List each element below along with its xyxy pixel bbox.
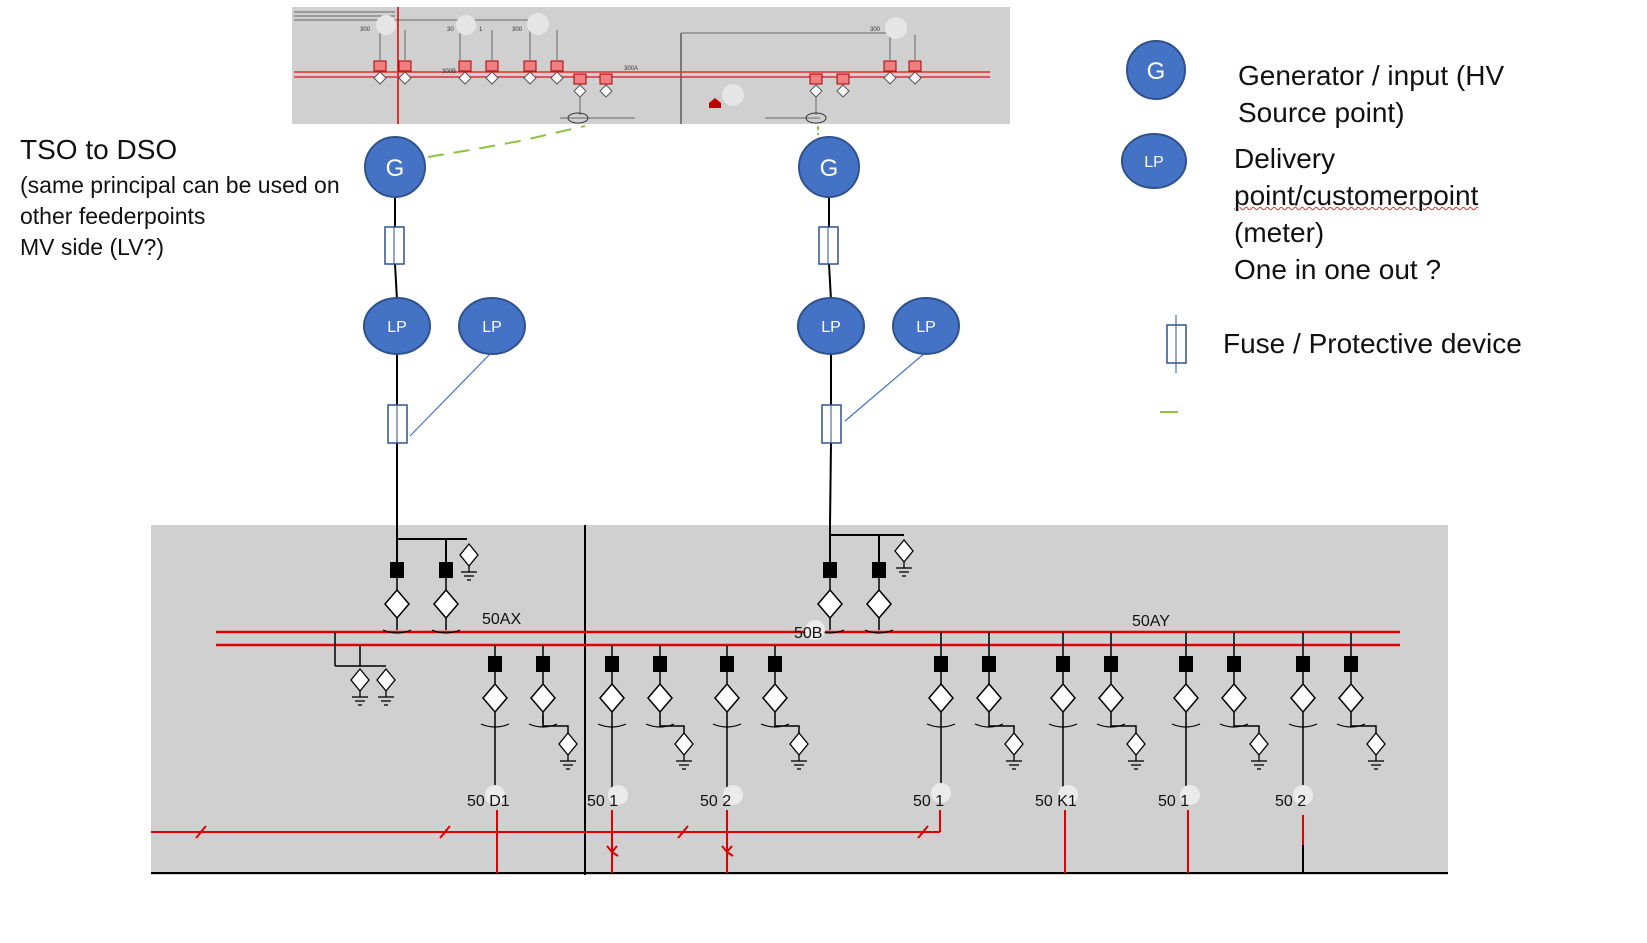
legend-delivery-label: LP [1144, 154, 1164, 171]
legend-generator-symbol: G [1126, 40, 1186, 100]
legend-delivery-text: (meter) [1234, 217, 1325, 248]
generator-label: G [820, 155, 839, 182]
top-label: 1 [479, 27, 483, 33]
feeder-label: 50 K1 [1035, 793, 1077, 810]
delivery-point-left-side: LP [458, 297, 526, 355]
legend-delivery-text: One in one out ? [1234, 254, 1442, 285]
delivery-point-label: LP [387, 319, 407, 336]
delivery-point-left-main: LP [363, 297, 431, 355]
feeder-label: 50 1 [913, 793, 944, 810]
feeder-label: 50 2 [1275, 793, 1306, 810]
legend-fuse-icon [1166, 315, 1187, 373]
legend-generator-text: Source point) [1238, 97, 1405, 128]
generator-label: G [386, 155, 405, 182]
note-title: TSO to DSO [20, 134, 178, 165]
top-label: 30 [447, 27, 454, 33]
connections [384, 125, 927, 526]
note-line: other feederpoints [20, 203, 205, 230]
bus-label: 50AY [1132, 613, 1170, 630]
top-label: 300 [360, 27, 371, 33]
note-line: (same principal can be used on [20, 172, 340, 198]
top-schematic: 300 30 1 300 300B 300A 300 [292, 7, 1010, 124]
legend-delivery-text: Delivery [1234, 143, 1336, 174]
feeder-label: 50 2 [700, 793, 731, 810]
delivery-point-label: LP [482, 319, 502, 336]
top-label: 300B [442, 69, 456, 75]
bottom-schematic: 50AX 50B 50AY 50 D1 50 1 50 2 50 1 50 K1… [151, 525, 1448, 875]
generator-node-right: G [798, 136, 860, 198]
generator-node-left: G [364, 136, 426, 198]
top-label: 300 [512, 27, 523, 33]
delivery-point-right-side: LP [892, 297, 960, 355]
legend-generator-text: Generator / input (HV [1238, 60, 1505, 91]
legend-delivery-text: point/customerpoint [1234, 180, 1479, 211]
top-label: 300A [624, 66, 638, 72]
feeder-label: 50 D1 [467, 793, 510, 810]
delivery-point-label: LP [916, 319, 936, 336]
delivery-point-right-main: LP [797, 297, 865, 355]
feeder-label: 50 1 [587, 793, 618, 810]
top-label: 300 [870, 27, 881, 33]
bus-label: 50B [794, 625, 822, 642]
legend-generator-label: G [1147, 58, 1166, 85]
legend-fuse-text: Fuse / Protective device [1223, 328, 1522, 359]
note-line: MV side (LV?) [20, 234, 165, 260]
feeder-label: 50 1 [1158, 793, 1189, 810]
bus-label: 50AX [482, 611, 521, 628]
legend-delivery-symbol: LP [1121, 133, 1187, 189]
note-line-text: other feederpoints [20, 203, 206, 229]
delivery-point-label: LP [821, 319, 841, 336]
